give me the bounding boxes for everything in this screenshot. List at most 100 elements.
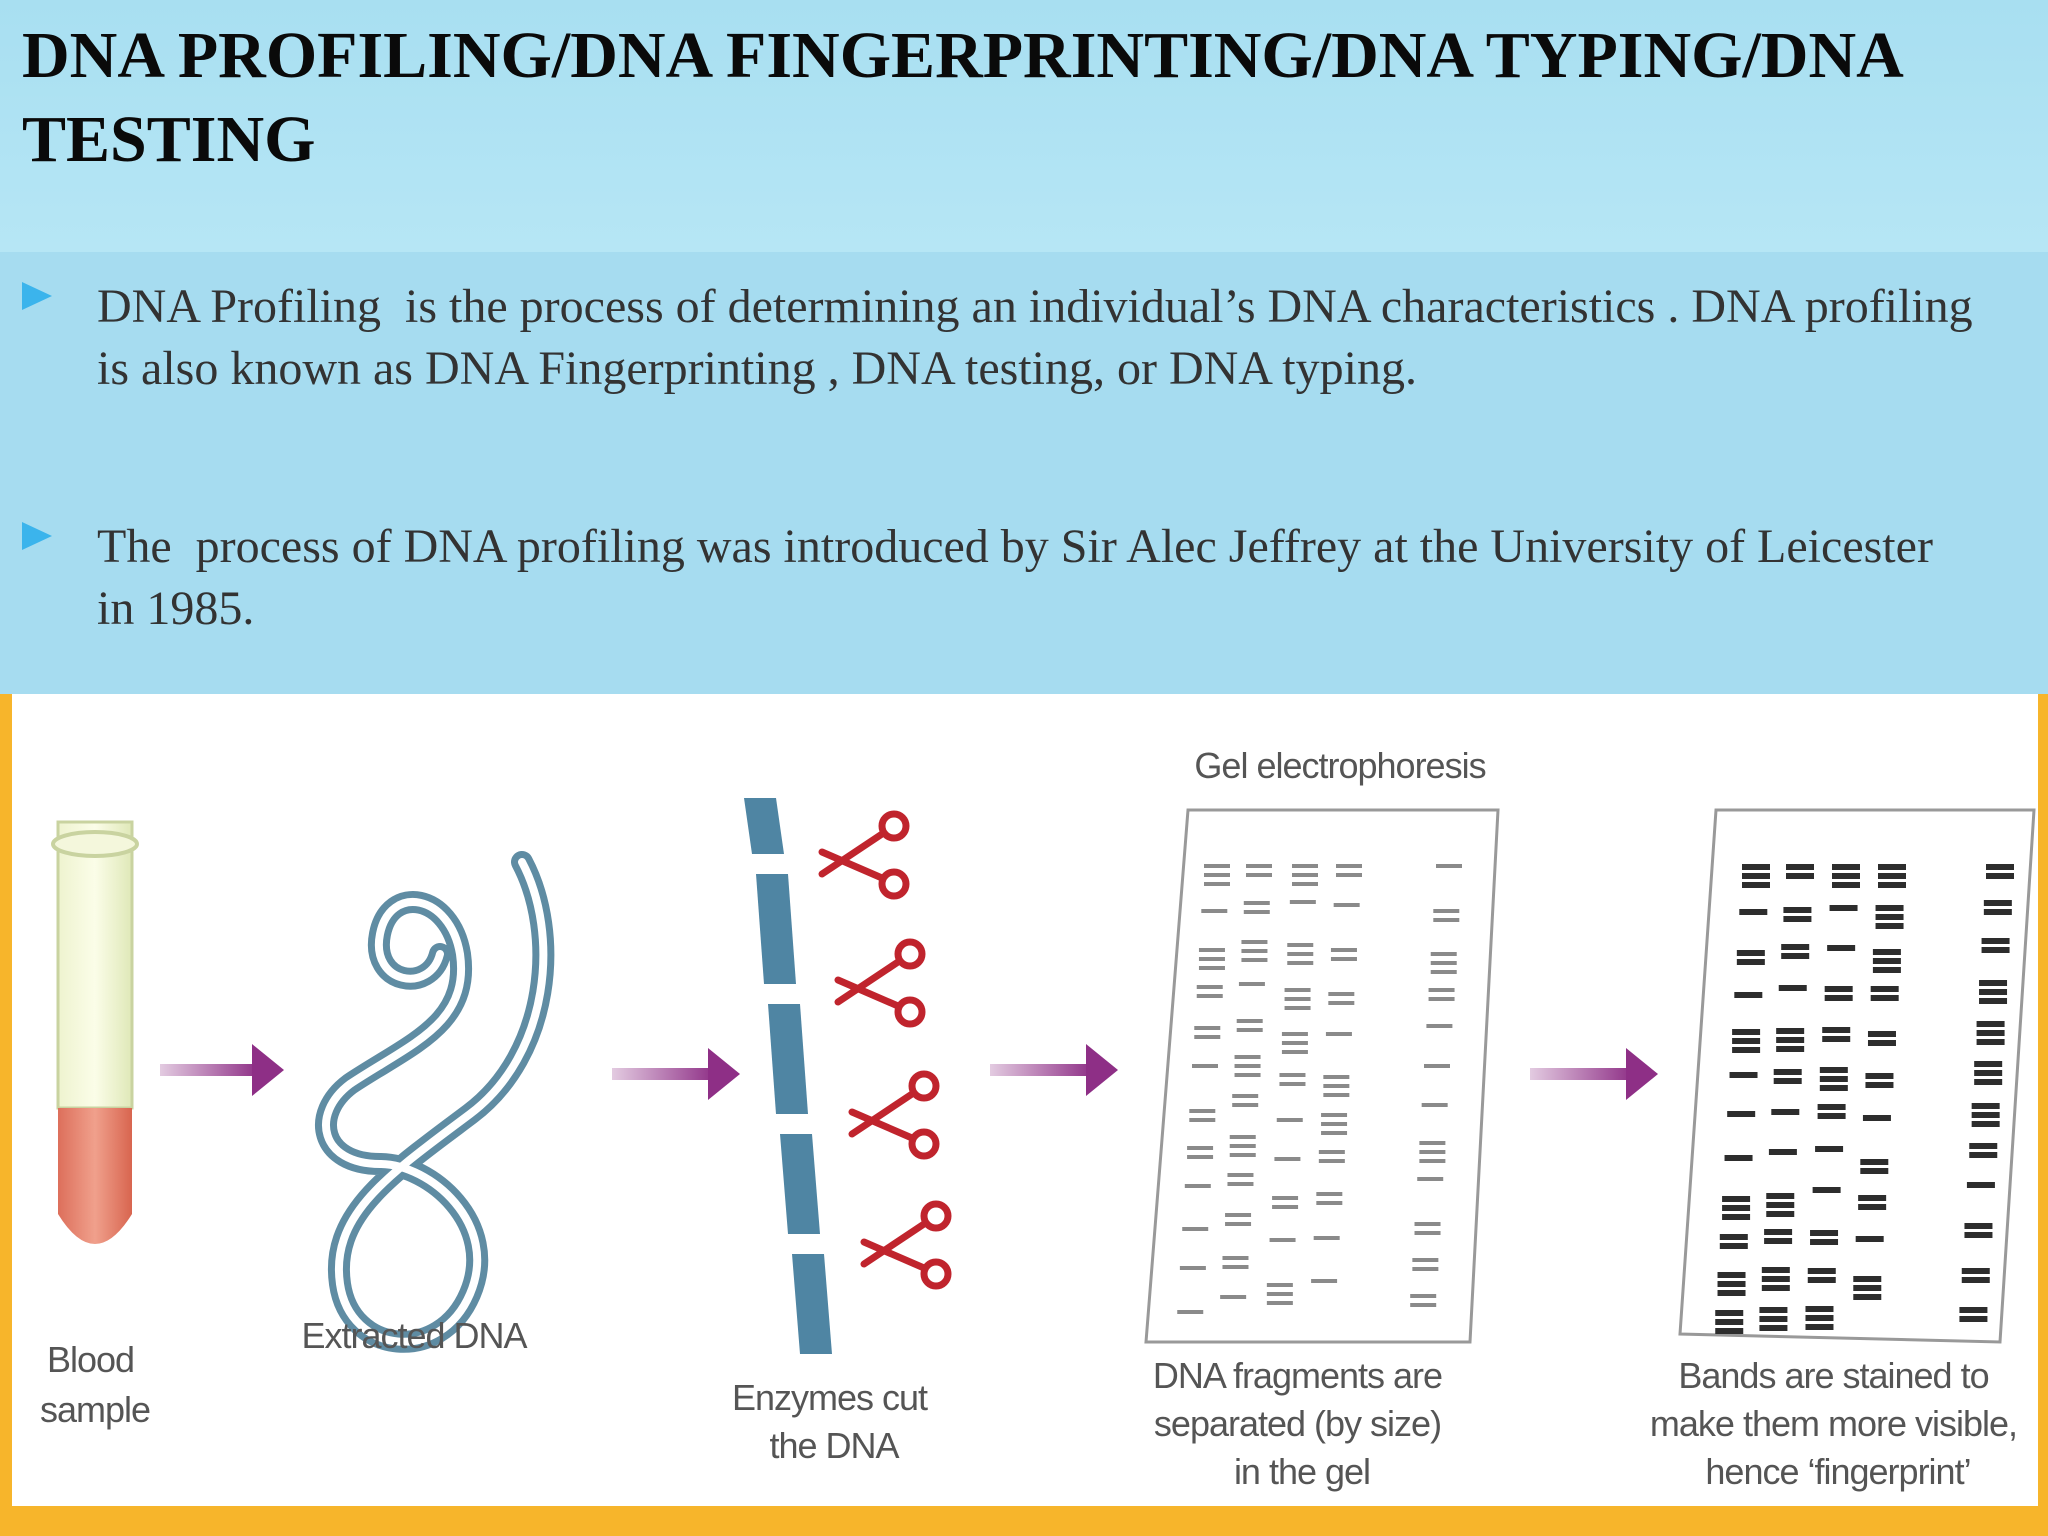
gel-band	[1862, 1115, 1891, 1121]
gel-band	[1279, 1082, 1306, 1086]
gel-band	[1976, 1039, 2005, 1045]
gel-band	[1234, 1073, 1261, 1077]
gel-band	[1234, 1064, 1261, 1068]
gel-band	[1878, 873, 1906, 879]
gel-heading: Gel electrophoresis	[1194, 745, 1485, 786]
gel-band	[1761, 1276, 1790, 1282]
blood-sample-tube	[51, 820, 139, 1244]
gel-band	[1959, 1307, 1988, 1313]
gel-band	[1776, 1046, 1805, 1052]
gel-band	[1764, 1229, 1793, 1235]
right-arrow-icon	[990, 1044, 1118, 1096]
gel-band	[1875, 923, 1904, 929]
gel-band	[1867, 1040, 1896, 1046]
gel-band	[1266, 1283, 1293, 1287]
gel-band	[1829, 905, 1858, 911]
gel-band	[1870, 986, 1899, 992]
gel-band	[1229, 1135, 1256, 1139]
gel-band	[1807, 1277, 1836, 1283]
gel-band	[1222, 1256, 1249, 1260]
gel-band	[1717, 1281, 1746, 1287]
gel-band	[1824, 986, 1853, 992]
gel-band	[1878, 864, 1906, 870]
gel-band	[1786, 873, 1814, 879]
gel-band	[1236, 1028, 1263, 1032]
gel-band	[1272, 1205, 1299, 1209]
right-arrow-icon	[612, 1048, 740, 1100]
gel-band	[1204, 864, 1230, 868]
gel-band	[1781, 953, 1810, 959]
gel-band	[1819, 1076, 1848, 1082]
gel-band	[1246, 864, 1272, 868]
gel-band	[1875, 905, 1904, 911]
gel-band	[1287, 961, 1314, 965]
extracted-dna-label: Extracted DNA	[301, 1315, 527, 1356]
gel-band	[1276, 1118, 1303, 1122]
gel-band	[1778, 985, 1807, 991]
gel-band	[1328, 992, 1355, 996]
gel-band	[1182, 1227, 1209, 1231]
bullet-text: The process of DNA profiling was introdu…	[97, 520, 1945, 635]
gel-band	[1860, 1168, 1889, 1174]
gel-band	[1430, 970, 1457, 974]
gel-band	[1328, 1001, 1355, 1005]
gel-band	[1983, 900, 2012, 906]
gel-band	[1822, 1027, 1851, 1033]
gel-band	[1232, 1094, 1259, 1098]
gel-band	[1759, 1325, 1788, 1331]
gel-band	[1781, 944, 1810, 950]
scissors-icon	[818, 810, 910, 900]
blood-sample-label: Blood sample	[40, 1339, 150, 1430]
gel-band	[1281, 1032, 1308, 1036]
dna-segments	[744, 798, 832, 1354]
gel-band	[1878, 882, 1906, 888]
gel-band	[1776, 1037, 1805, 1043]
gel-band	[1722, 1196, 1751, 1202]
gel-band	[1971, 1103, 2000, 1109]
gel-band	[1875, 914, 1904, 920]
gel-band	[1773, 1078, 1802, 1084]
gel-band	[1855, 1236, 1884, 1242]
gel-band	[1241, 949, 1268, 953]
gel-band	[1727, 1111, 1756, 1117]
gel-band	[1717, 1272, 1746, 1278]
gel-band	[1783, 916, 1812, 922]
gel-band	[1766, 1193, 1795, 1199]
page-title: DNA PROFILING/DNA FINGERPRINTING/DNA TYP…	[22, 19, 1901, 176]
gel-band	[1974, 1061, 2003, 1067]
gel-band	[1227, 1182, 1254, 1186]
gel-band	[1981, 938, 2010, 944]
bands-line: make them more visible,	[1650, 1403, 2017, 1444]
gel-band	[1187, 1146, 1214, 1150]
gel-band	[1976, 1030, 2005, 1036]
gel-band	[1732, 1038, 1761, 1044]
gel-band	[1323, 1093, 1350, 1097]
gel-band	[1232, 1103, 1259, 1107]
gel-band	[1853, 1276, 1882, 1282]
gel-band	[1229, 1153, 1256, 1157]
gel-band	[1773, 1069, 1802, 1075]
gel-band	[1858, 1204, 1887, 1210]
gel-band	[1330, 948, 1357, 952]
gel-band	[1225, 1213, 1252, 1217]
gel-band	[1419, 1150, 1446, 1154]
gel-band	[1241, 940, 1268, 944]
gel-band	[1865, 1082, 1894, 1088]
gel-band	[1815, 1146, 1844, 1152]
gel-band	[1768, 1149, 1797, 1155]
gel-band	[1198, 966, 1225, 970]
gel-band	[1719, 1234, 1748, 1240]
bands-line: hence ‘fingerprint’	[1705, 1451, 1970, 1492]
blood-sample-line: Blood	[47, 1339, 134, 1380]
gel-band	[1177, 1310, 1204, 1314]
gel-band	[1287, 943, 1314, 947]
process-diagram: Blood sample Extracted DNA	[40, 745, 2036, 1492]
gel-band	[1805, 1315, 1834, 1321]
gel-band	[1979, 980, 2008, 986]
scissors-icon	[834, 938, 926, 1028]
gel-band	[1732, 1029, 1761, 1035]
gel-band	[1971, 1112, 2000, 1118]
scissors-icon	[860, 1200, 952, 1290]
gel-band	[1433, 909, 1460, 913]
gel-band	[1771, 1109, 1800, 1115]
